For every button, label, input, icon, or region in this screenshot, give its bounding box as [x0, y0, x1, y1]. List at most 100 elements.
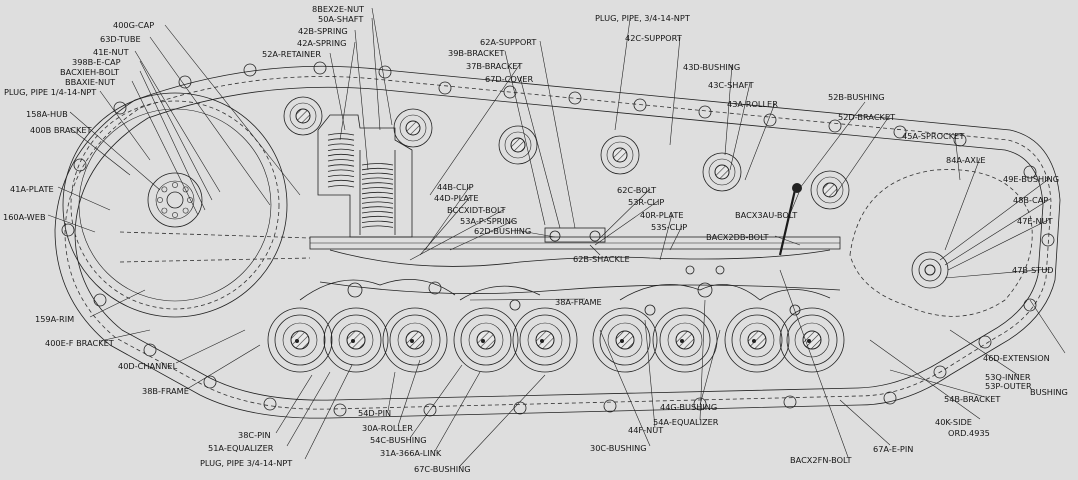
road-wheel	[592, 307, 658, 373]
track-pin	[513, 401, 527, 415]
track-pin	[1023, 298, 1037, 312]
label-40r-plate: 40R-PLATE	[640, 210, 684, 220]
track-pin	[263, 397, 277, 411]
road-wheels	[267, 307, 845, 373]
track-pin	[143, 343, 157, 357]
label-50a-shaft: 50A-SHAFT	[318, 14, 364, 24]
track-pin	[883, 391, 897, 405]
hub-bolt	[172, 182, 178, 188]
label-30c-bushing: 30C-BUSHING	[590, 443, 647, 453]
hub-bolt	[182, 207, 189, 214]
road-wheel	[323, 307, 389, 373]
label-bbaxie-nut: BBAXIE-NUT	[65, 77, 116, 87]
label-bacx2fn-bolt: BACX2FN-BOLT	[790, 455, 852, 465]
label-53q-inner: 53Q-INNER	[985, 372, 1031, 382]
hub-bolt	[187, 197, 193, 203]
label-49e-bushing: 49E-BUSHING	[1003, 174, 1059, 184]
label-bccxidt-bolt: BCCXIDT-BOLT	[447, 205, 506, 215]
road-wheel	[382, 307, 448, 373]
track-pin	[783, 395, 797, 409]
label-48b-cap: 48B-CAP	[1013, 195, 1048, 205]
label-54c-bushing: 54C-BUSHING	[370, 435, 427, 445]
equalizers	[299, 265, 831, 316]
label-44d-plate: 44D-PLATE	[434, 193, 479, 203]
label-54b-bracket: 54B-BRACKET	[944, 394, 1001, 404]
label-40k-side: 40K-SIDE	[935, 417, 972, 427]
label-160a-web: 160A-WEB	[3, 212, 46, 222]
return-roller	[600, 135, 640, 175]
callout-labels: 400G-CAP 63D-TUBE 41E-NUT 398B-E-CAP BAC…	[3, 4, 1068, 474]
label-42b-spring: 42B-SPRING	[298, 26, 348, 36]
label-42a-spring: 42A-SPRING	[297, 38, 347, 48]
track-pin	[243, 63, 257, 77]
label-47b-stud: 47B-STUD	[1012, 265, 1054, 275]
label-400b-bracket: 400B BRACKET	[30, 125, 93, 135]
label-54a-equalizer: 54A-EQUALIZER	[653, 417, 719, 427]
label-398b-e-cap: 398B-E-CAP	[72, 57, 121, 67]
road-wheel	[512, 307, 578, 373]
label-67c-bushing: 67C-BUSHING	[414, 464, 471, 474]
hub-bolts	[157, 182, 193, 218]
track-pin	[978, 335, 992, 349]
hub-bolt	[182, 186, 189, 193]
label-47e-nut: 47E-NUT	[1017, 216, 1054, 226]
label-bushing: BUSHING	[1030, 387, 1068, 397]
label-53s-clip: 53S-CLIP	[651, 222, 687, 232]
track-pin	[438, 81, 452, 95]
label-38a-frame: 38A-FRAME	[555, 297, 602, 307]
label-67d-cover: 67D-COVER	[485, 74, 533, 84]
label-400e-f-bracket: 400E-F BRACKET	[45, 338, 115, 348]
shackle	[544, 227, 606, 243]
hub-bolt	[172, 212, 178, 218]
track-pin	[333, 403, 347, 417]
track-pin	[1041, 233, 1055, 247]
label-8bex2e-nut: 8BEX2E-NUT	[312, 4, 365, 14]
label-43c-shaft: 43C-SHAFT	[708, 80, 755, 90]
track-pin	[113, 101, 127, 115]
label-53a-p-spring: 53A-P-SPRING	[460, 216, 517, 226]
road-wheel	[267, 307, 333, 373]
track-pin	[953, 133, 967, 147]
track-pins	[61, 61, 1055, 417]
label-62b-shackle: 62B-SHACKLE	[573, 254, 630, 264]
road-wheel	[652, 307, 718, 373]
label-38b-frame: 38B-FRAME	[142, 386, 189, 396]
track-pin	[93, 293, 107, 307]
label-bacx2db-bolt: BACX2DB-BOLT	[706, 232, 770, 242]
return-roller	[498, 125, 538, 165]
track-pin	[603, 399, 617, 413]
label-63d-tube: 63D-TUBE	[100, 34, 141, 44]
hub-bolt	[161, 186, 168, 193]
bracket-rod	[778, 189, 797, 256]
return-roller	[283, 96, 323, 136]
label-bacx3au-bolt: BACX3AU-BOLT	[735, 210, 798, 220]
label-53p-outer: 53P-OUTER	[985, 381, 1032, 391]
track-pin	[1023, 165, 1037, 179]
track-pin	[178, 75, 192, 89]
idler-wheel	[62, 92, 288, 318]
label-41e-nut: 41E-NUT	[93, 47, 130, 57]
label-67a-e-pin: 67A-E-PIN	[873, 444, 913, 454]
label-38c-pin: 38C-PIN	[238, 430, 271, 440]
track-pin	[568, 91, 582, 105]
leader-lines	[47, 7, 1066, 467]
label-53r-clip: 53R-CLIP	[628, 197, 664, 207]
label-45a-sprocket: 45A-SPROCKET	[902, 131, 965, 141]
label-bacxieh-bolt: BACXIEH-BOLT	[60, 67, 120, 77]
label-31a-366a-link: 31A-366A-LINK	[380, 448, 442, 458]
track-pin	[313, 61, 327, 75]
track-pin	[503, 85, 517, 99]
label-62d-bushing: 62D-BUSHING	[474, 226, 531, 236]
label-41a-plate: 41A-PLATE	[10, 184, 54, 194]
label-plug-pipe-1: PLUG, PIPE 1/4-14-NPT	[4, 87, 97, 97]
label-158a-hub: 158A-HUB	[26, 109, 68, 119]
label-46d-extension: 46D-EXTENSION	[983, 353, 1050, 363]
label-43d-bushing: 43D-BUSHING	[683, 62, 740, 72]
label-43a-roller: 43A-ROLLER	[727, 99, 778, 109]
label-84a-axle: 84A-AXLE	[946, 155, 986, 165]
road-wheel	[453, 307, 519, 373]
label-159a-rim: 159A-RIM	[35, 314, 74, 324]
label-30a-roller: 30A-ROLLER	[362, 423, 413, 433]
label-52b-bushing: 52B-BUSHING	[828, 92, 885, 102]
